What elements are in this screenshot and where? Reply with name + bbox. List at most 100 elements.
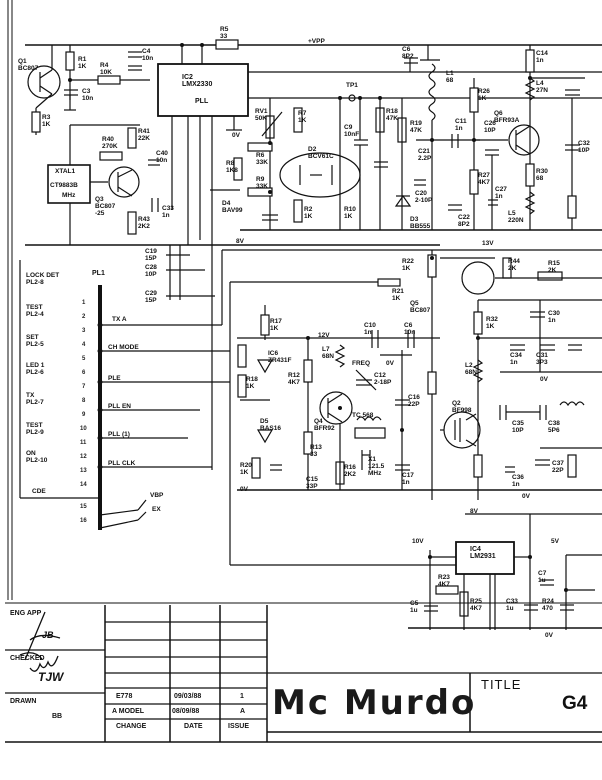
label-d2: D2 BCV61C [308, 146, 334, 160]
ic4-label: IC4 LM2931 [470, 546, 496, 560]
net-ple: PLE [108, 375, 121, 382]
label-c36: C36 1n [512, 474, 524, 488]
label-c40: C40 10n [156, 150, 168, 164]
label-r21: R21 1K [392, 288, 404, 302]
pin-label-tx: TX PL2-7 [26, 392, 44, 406]
rail-5v-label: 5V [551, 538, 559, 545]
label-x1: X1 121.5 MHz [368, 456, 385, 477]
pin-13: 13 [80, 468, 87, 474]
net-pll-1: PLL (1) [108, 431, 130, 438]
col-change-header: CHANGE [116, 723, 147, 730]
label-r27: R27 4K7 [478, 172, 490, 186]
rail-10v-label: 10V [412, 538, 424, 545]
label-c35: C35 10P [512, 420, 524, 434]
net-vbp: VBP [150, 492, 164, 499]
drawn-by: BB [52, 713, 63, 720]
pin-11: 11 [80, 440, 87, 446]
label-r6: R6 33K [256, 152, 268, 166]
label-c15: C15 33P [306, 476, 318, 490]
label-c6b: C6 10n [404, 322, 416, 336]
label-ic6: IC6 ZR431F [268, 350, 292, 364]
pin-12: 12 [80, 454, 87, 460]
label-r26: R26 1K [478, 88, 490, 102]
label-r43: R43 2K2 [138, 216, 150, 230]
label-c34: C34 1n [510, 352, 522, 366]
label-r24: R24 470 [542, 598, 554, 612]
rev-date-5: 09/03/88 [174, 693, 202, 700]
pin-label-led1: LED 1 PL2-6 [26, 362, 45, 376]
gnd-label: 0V [540, 376, 548, 383]
rev-date-6: 08/09/88 [172, 708, 200, 715]
label-r23: R23 4K7 [438, 574, 450, 588]
label-q3: Q3 BC807 -25 [95, 196, 116, 217]
rail-12v-label: 12V [318, 332, 330, 339]
label-r22: R22 1K [402, 258, 414, 272]
label-r17: R17 1K [270, 318, 282, 332]
pin-7: 7 [82, 384, 86, 390]
company-logo: Mc Murdo [272, 683, 477, 723]
label-q6: Q6 BFR93A [494, 110, 520, 124]
label-c17: C17 1n [402, 472, 414, 486]
label-q4: Q4 BFR92 [314, 418, 335, 432]
label-c33b: C33 1u [506, 598, 518, 612]
net-pll-en: PLL EN [108, 403, 131, 410]
label-c10: C10 1n [364, 322, 376, 336]
rev-change-6: A MODEL [112, 708, 145, 715]
rail-13v-label: 13V [482, 240, 494, 247]
ic2-sublabel: PLL [195, 98, 209, 105]
label-c29: C29 15P [145, 290, 157, 304]
pin-9: 9 [82, 412, 86, 418]
label-c12: C12 2-18P [374, 372, 392, 386]
label-freq: FREQ [352, 360, 371, 367]
label-q5: Q5 BC807 [410, 300, 431, 314]
label-c32: C32 10P [578, 140, 590, 154]
pin-label-on: ON PL2-10 [26, 450, 48, 464]
drawn-label: DRAWN [10, 698, 37, 705]
label-r15: R15 2K [548, 260, 560, 274]
label-r7: R7 1K [298, 110, 307, 124]
pin-8: 8 [82, 398, 86, 404]
xtal-part: CT9883B [50, 182, 78, 189]
label-q1: Q1 BC807 [18, 58, 39, 72]
label-r10: R10 1K [344, 206, 356, 220]
label-r20: R20 1K [240, 462, 252, 476]
label-c11: C11 1n [455, 118, 467, 132]
label-rv1: RV1 50K [255, 108, 268, 122]
label-r8: R8 1K8 [226, 160, 238, 174]
label-q2: Q2 BF998 [452, 400, 472, 414]
label-c28: C28 10P [145, 264, 157, 278]
label-l1: L1 68 [446, 70, 454, 84]
pin-2: 2 [82, 314, 86, 320]
junction-dots [68, 43, 568, 592]
checked-label: CHECKED [10, 655, 45, 662]
col-issue-header: ISSUE [228, 723, 250, 730]
label-tc: TC 568 [352, 412, 374, 419]
label-tp1: TP1 [346, 82, 358, 89]
label-c19: C19 15P [145, 248, 157, 262]
label-r5: R5 33 [220, 26, 229, 40]
label-r4: R4 10K [100, 62, 112, 76]
label-r3: R3 1K [42, 114, 51, 128]
label-l4: L4 27N [536, 80, 548, 94]
pin-14: 14 [80, 482, 87, 488]
label-d5: D5 BAS16 [260, 418, 281, 432]
label-c33: C33 1n [162, 205, 174, 219]
connector-pl1-label: PL1 [92, 270, 105, 277]
gnd-label: 0V [545, 632, 553, 639]
label-c7: C7 1u [538, 570, 547, 584]
label-r25: R25 4K7 [470, 598, 482, 612]
label-d3: D3 BB555 [410, 216, 431, 230]
label-c16: C16 22P [408, 394, 420, 408]
label-c27: C27 1n [495, 186, 507, 200]
label-c20: C20 2-10P [415, 190, 433, 204]
ic2-label: IC2 LMX2330 [182, 74, 213, 88]
xtal-label: XTAL1 [55, 168, 76, 175]
label-l7: L7 68N [322, 346, 334, 360]
net-ex: EX [152, 506, 161, 513]
label-l2: L2 68N [465, 362, 477, 376]
label-r9: R9 33K [256, 176, 268, 190]
label-r12: R12 4K7 [288, 372, 300, 386]
pin-label-cde: CDE [32, 488, 46, 495]
label-c31: C31 3P3 [536, 352, 548, 366]
pin-3: 3 [82, 328, 86, 334]
